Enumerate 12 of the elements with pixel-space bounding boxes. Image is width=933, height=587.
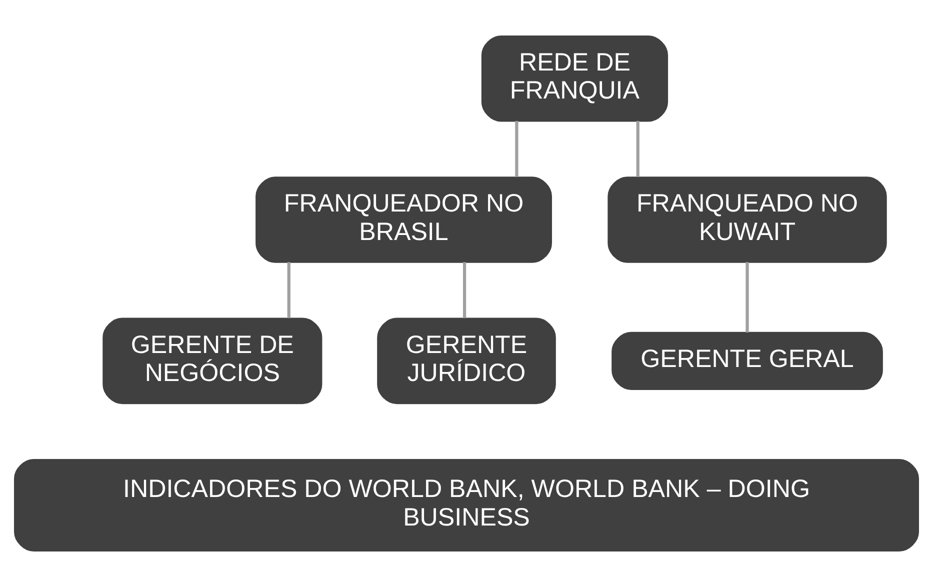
node-box: INDICADORES DO WORLD BANK, WORLD BANK – DOING BUSINESS: [14, 458, 919, 552]
node-box: REDE DE FRANQUIA: [481, 36, 668, 122]
node-box: GERENTE DE NEGÓCIOS: [102, 318, 322, 404]
node-box: GERENTE JURÍDICO: [377, 318, 556, 404]
connector: [462, 262, 466, 318]
connector: [746, 262, 749, 332]
connector: [515, 120, 518, 177]
node-box: FRANQUEADOR NO BRASIL: [256, 176, 552, 263]
connector: [287, 262, 290, 318]
node-box: GERENTE GERAL: [612, 332, 883, 390]
node-box: FRANQUEADO NO KUWAIT: [608, 176, 887, 263]
connector: [636, 120, 640, 177]
